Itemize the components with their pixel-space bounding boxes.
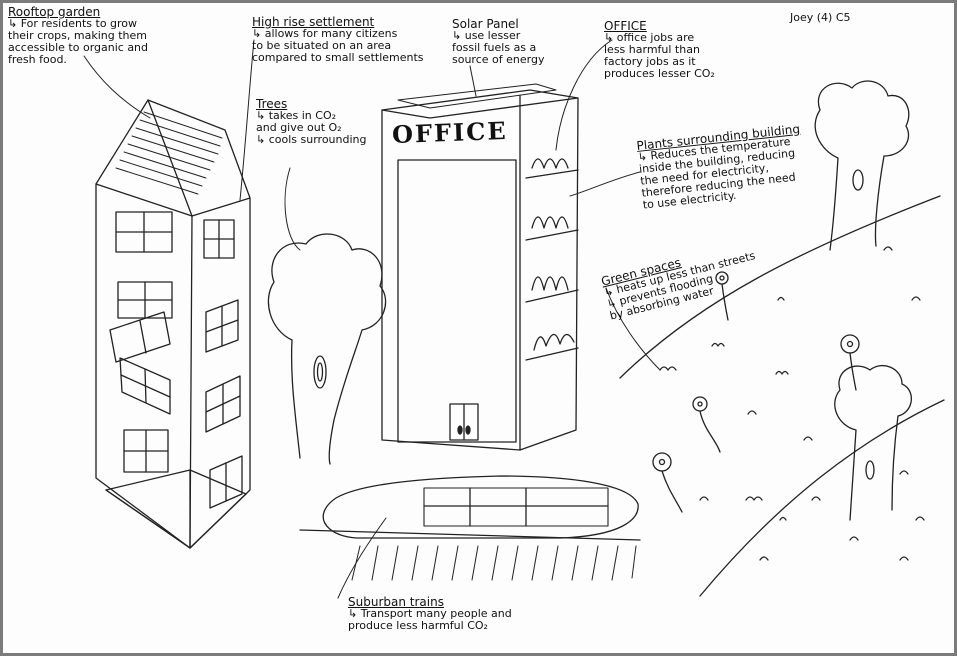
note-line: produces lesser CO₂ [604,67,715,80]
arrow-icon: ↳ [8,17,18,30]
note-line: office jobs are [616,31,695,44]
residential-tower [95,99,251,549]
note-title: Trees [256,97,288,111]
note-line: allows for many citizens [264,27,398,40]
arrow-icon: ↳ [252,27,262,40]
office-building-sign: OFFICE [391,115,509,150]
note-suburban-trains: Suburban trains ↳ Transport many people … [348,596,548,632]
note-office: OFFICE ↳ office jobs are less harmful th… [604,20,724,80]
arrow-icon: ↳ [256,133,266,146]
arrow-icon: ↳ [256,109,266,122]
note-title: Suburban trains [348,595,444,609]
suburban-train [299,475,641,581]
note-line: to be situated on an area [252,39,392,52]
note-title: Rooftop garden [8,5,101,19]
note-line: For residents to grow [20,17,138,30]
note-line: fresh food. [8,53,67,66]
note-high-rise-settlement: High rise settlement ↳ allows for many c… [252,16,432,64]
note-title: OFFICE [604,19,647,33]
note-line: takes in CO₂ [268,109,337,122]
annotation-leaders [83,39,661,599]
arrow-icon: ↳ [604,31,614,44]
note-line: Transport many people and [360,607,512,620]
note-line: compared to small settlements [252,51,424,64]
note-trees: Trees ↳ takes in CO₂ and give out O₂ ↳ c… [256,98,386,146]
note-line: use lesser [464,29,521,42]
tree-left [267,233,387,465]
green-space [619,80,945,597]
note-line: accessible to organic and [8,41,149,54]
note-line: produce less harmful CO₂ [348,619,488,632]
note-line: their crops, making them [8,29,147,42]
note-title: High rise settlement [252,15,375,29]
note-line: fossil fuels as a [452,41,537,54]
author-name: Joey (4) C5 [790,11,851,24]
arrow-icon: ↳ [452,29,462,42]
note-line: source of energy [452,53,545,66]
note-line: cools surrounding [268,133,367,146]
note-line: less harmful than [604,43,700,56]
note-line: factory jobs as it [604,55,696,68]
arrow-icon: ↳ [348,607,358,620]
note-title: Solar Panel [452,17,519,31]
note-solar-panel: Solar Panel ↳ use lesser fossil fuels as… [452,18,572,66]
note-rooftop-garden: Rooftop garden ↳ For residents to grow t… [8,6,208,66]
note-line: and give out O₂ [256,121,342,134]
office-tower [381,83,579,451]
